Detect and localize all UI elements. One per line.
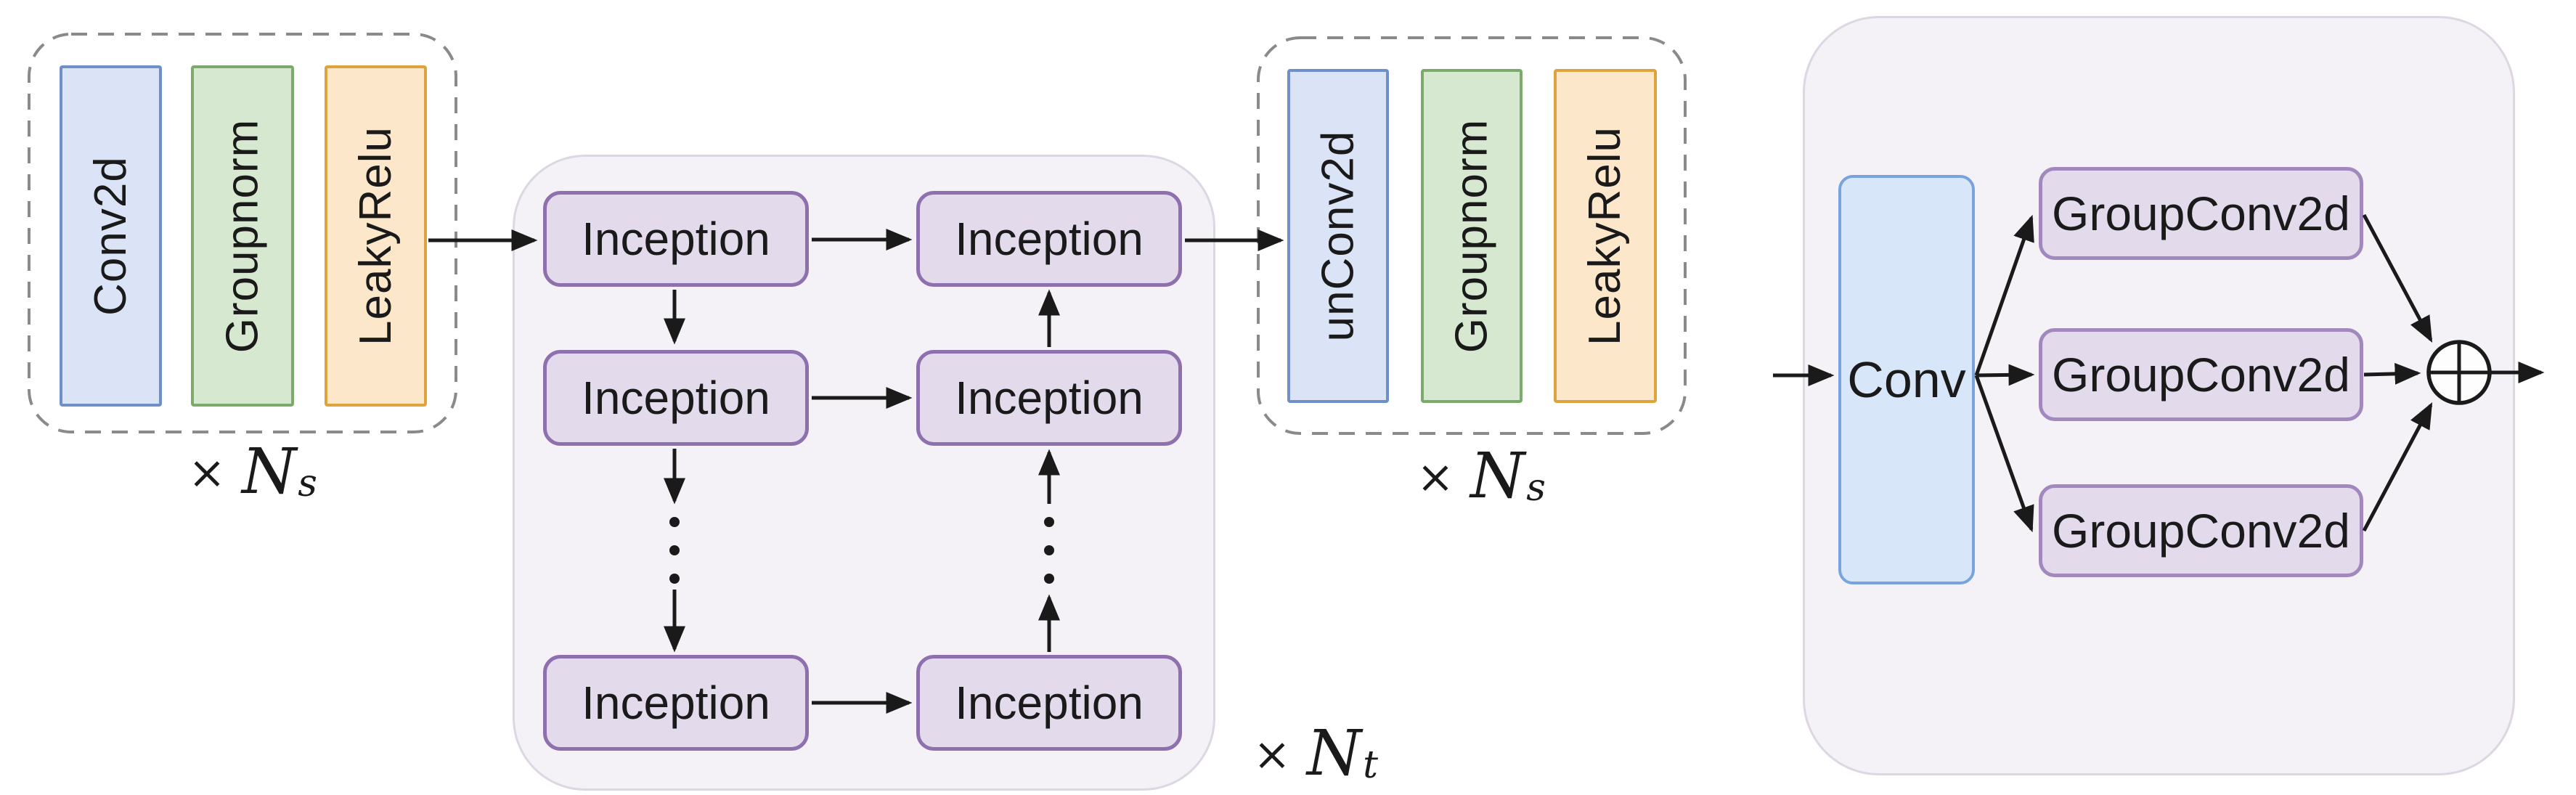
groupconv2d-label: GroupConv2d xyxy=(2052,504,2350,558)
inception-label: Inception xyxy=(955,372,1144,424)
encoder-leakyrelu-layer: LeakyRelu xyxy=(325,65,427,407)
times-sign: × xyxy=(188,445,226,499)
encoder-leakyrelu-label: LeakyRelu xyxy=(350,126,401,346)
encoder-groupnorm-label: Groupnorm xyxy=(217,118,268,354)
decoder-groupnorm-layer: Groupnorm xyxy=(1421,69,1523,403)
inception-label: Inception xyxy=(955,677,1144,729)
decoder-leakyrelu-layer: LeakyRelu xyxy=(1554,69,1657,403)
module-conv-label: Conv xyxy=(1847,351,1966,408)
multiplier-base: N xyxy=(1470,440,1525,513)
inception-box: Inception xyxy=(916,655,1182,751)
inception-box: Inception xyxy=(916,350,1182,446)
decoder-leakyrelu-label: LeakyRelu xyxy=(1580,126,1630,346)
groupconv2d-box: GroupConv2d xyxy=(2039,167,2363,260)
decoder-unconv2d-layer: unConv2d xyxy=(1287,69,1389,403)
multiplier-base: N xyxy=(242,436,297,508)
inception-box: Inception xyxy=(543,655,809,751)
groupconv2d-box: GroupConv2d xyxy=(2039,484,2363,577)
decoder-unconv2d-label: unConv2d xyxy=(1313,130,1364,342)
multiplier-base: N xyxy=(1306,717,1362,790)
encoder-conv2d-layer: Conv2d xyxy=(60,65,162,407)
encoder-groupnorm-layer: Groupnorm xyxy=(191,65,294,407)
multiplier-subscript: s xyxy=(298,462,317,505)
inception-label: Inception xyxy=(582,372,770,424)
encoder-conv2d-label: Conv2d xyxy=(85,156,136,316)
decoder-groupnorm-label: Groupnorm xyxy=(1446,118,1497,354)
times-sign: × xyxy=(1417,449,1454,503)
groupconv2d-label: GroupConv2d xyxy=(2052,187,2350,240)
groupconv2d-box: GroupConv2d xyxy=(2039,328,2363,421)
times-sign: × xyxy=(1252,727,1291,780)
inception-label: Inception xyxy=(955,213,1144,265)
inception-box: Inception xyxy=(916,191,1182,287)
inception-box: Inception xyxy=(543,350,809,446)
multiplier-subscript: s xyxy=(1526,466,1546,510)
inception-label: Inception xyxy=(582,213,770,265)
groupconv2d-label: GroupConv2d xyxy=(2052,348,2350,401)
inception-label: Inception xyxy=(582,677,770,729)
inception-box: Inception xyxy=(543,191,809,287)
module-conv-box: Conv xyxy=(1838,175,1975,584)
multiplier-subscript: t xyxy=(1363,743,1379,787)
